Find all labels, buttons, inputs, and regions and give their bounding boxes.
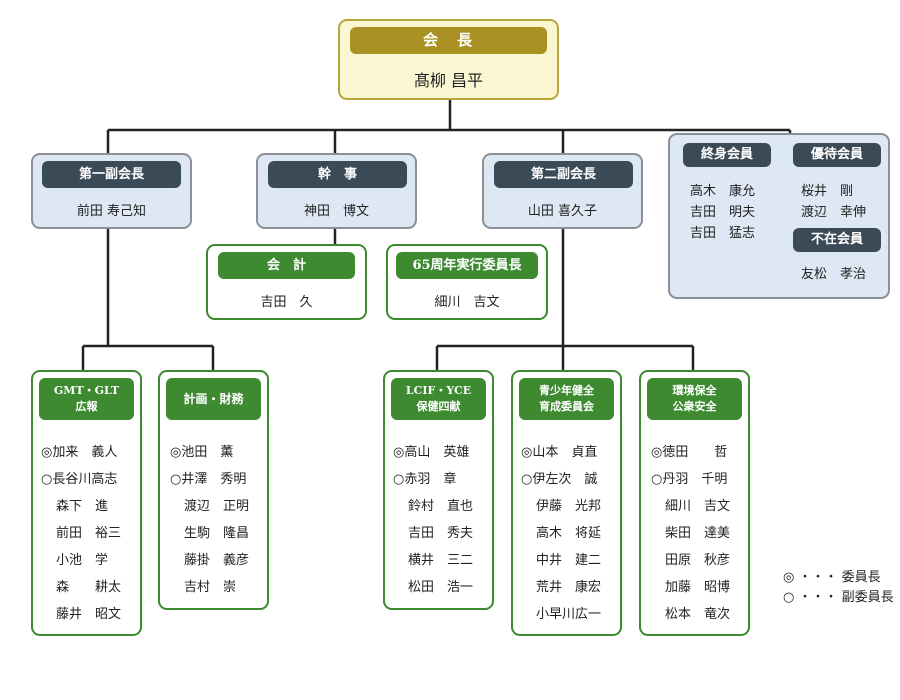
committee-member: 高木 将延 xyxy=(536,526,602,541)
committee-member: 森 耕太 xyxy=(56,580,122,595)
committee-member: 生駒 隆昌 xyxy=(184,526,250,541)
committee-member: 吉田 秀夫 xyxy=(408,526,474,541)
vp2-title: 第二副会長 xyxy=(494,161,633,188)
life-member: 吉田 猛志 xyxy=(690,226,756,241)
absent-member: 友松 孝治 xyxy=(801,267,867,282)
committee-title: LCIF・YCE 保健四献 xyxy=(391,378,486,420)
anniversary-title: 65周年実行委員長 xyxy=(396,252,538,279)
honor-members-title: 優待会員 xyxy=(793,143,881,167)
committee-member: 松本 竜次 xyxy=(665,607,731,622)
committee-box: LCIF・YCE 保健四献 ◎高山 英雄 ○赤羽 章 鈴村 直也 吉田 秀夫 横… xyxy=(383,370,494,610)
committee-member: ◎加来 義人 xyxy=(41,445,118,460)
president-name: 髙柳 昌平 xyxy=(413,71,484,90)
vp1-box: 第一副会長 前田 寿己知 xyxy=(31,153,192,229)
committee-member: 鈴村 直也 xyxy=(408,499,474,514)
committee-member: 渡辺 正明 xyxy=(184,499,250,514)
anniversary-name: 細川 吉文 xyxy=(434,295,500,310)
vp2-box: 第二副会長 山田 喜久子 xyxy=(482,153,643,229)
committee-member: 小早川広一 xyxy=(536,607,602,622)
committee-title: 青少年健全 育成委員会 xyxy=(519,378,614,420)
secretary-name: 神田 博文 xyxy=(303,204,369,219)
committee-member: 加藤 昭博 xyxy=(665,580,731,595)
committee-box: GMT・GLT 広報 ◎加来 義人 ○長谷川高志 森下 進 前田 裕三 小池 学… xyxy=(31,370,142,636)
committee-title: 環境保全 公衆安全 xyxy=(647,378,742,420)
committee-member: ○丹羽 千明 xyxy=(651,472,728,487)
committee-member: 藤井 昭文 xyxy=(56,607,122,622)
secretary-box: 幹 事 神田 博文 xyxy=(256,153,417,229)
president-title: 会 長 xyxy=(350,27,547,54)
special-members-box: 終身会員 高木 康允 吉田 明夫 吉田 猛志 優待会員 桜井 剛 渡辺 幸伸 不… xyxy=(668,133,890,299)
honor-member: 渡辺 幸伸 xyxy=(801,205,867,220)
treasurer-name: 吉田 久 xyxy=(260,295,313,310)
treasurer-box: 会 計 吉田 久 xyxy=(206,244,367,320)
committee-title: 計画・財務 xyxy=(166,378,261,420)
vp1-title: 第一副会長 xyxy=(42,161,181,188)
secretary-title: 幹 事 xyxy=(268,161,407,188)
committee-title: GMT・GLT 広報 xyxy=(39,378,134,420)
vp2-name: 山田 喜久子 xyxy=(527,204,598,219)
committee-member: 森下 進 xyxy=(56,499,109,514)
absent-members-title: 不在会員 xyxy=(793,228,881,252)
committee-member: ○井澤 秀明 xyxy=(170,472,247,487)
treasurer-title: 会 計 xyxy=(218,252,355,279)
vp1-name: 前田 寿己知 xyxy=(76,204,147,219)
legend-vice-chair: ○ ・・・ 副委員長 xyxy=(783,590,894,605)
committee-member: 横井 三二 xyxy=(408,553,474,568)
committee-member: 吉村 崇 xyxy=(184,580,237,595)
committee-member: 荒井 康宏 xyxy=(536,580,602,595)
committee-member: ◎徳田 哲 xyxy=(651,445,728,460)
committee-member: 伊藤 光邦 xyxy=(536,499,602,514)
committee-member: ◎池田 薫 xyxy=(170,445,234,460)
life-member: 吉田 明夫 xyxy=(690,205,756,220)
committee-member: ◎山本 貞直 xyxy=(521,445,598,460)
committee-member: ○長谷川高志 xyxy=(41,472,118,487)
committee-member: ◎高山 英雄 xyxy=(393,445,470,460)
committee-member: ○伊左次 誠 xyxy=(521,472,598,487)
committee-box: 青少年健全 育成委員会 ◎山本 貞直 ○伊左次 誠 伊藤 光邦 高木 将延 中井… xyxy=(511,370,622,636)
legend-chair: ◎ ・・・ 委員長 xyxy=(783,570,881,585)
life-member: 高木 康允 xyxy=(690,184,756,199)
anniversary-box: 65周年実行委員長 細川 吉文 xyxy=(386,244,548,320)
committee-box: 計画・財務 ◎池田 薫 ○井澤 秀明 渡辺 正明 生駒 隆昌 藤掛 義彦 吉村 … xyxy=(158,370,269,610)
committee-member: ○赤羽 章 xyxy=(393,472,457,487)
honor-member: 桜井 剛 xyxy=(801,184,854,199)
committee-box: 環境保全 公衆安全 ◎徳田 哲 ○丹羽 千明 細川 吉文 柴田 達美 田原 秋彦… xyxy=(639,370,750,636)
president-box: 会 長 髙柳 昌平 xyxy=(338,19,559,100)
life-members-title: 終身会員 xyxy=(683,143,771,167)
committee-member: 藤掛 義彦 xyxy=(184,553,250,568)
committee-member: 田原 秋彦 xyxy=(665,553,731,568)
committee-member: 松田 浩一 xyxy=(408,580,474,595)
committee-member: 細川 吉文 xyxy=(665,499,731,514)
committee-member: 中井 建二 xyxy=(536,553,602,568)
committee-member: 柴田 達美 xyxy=(665,526,731,541)
committee-member: 前田 裕三 xyxy=(56,526,122,541)
committee-member: 小池 学 xyxy=(56,553,109,568)
